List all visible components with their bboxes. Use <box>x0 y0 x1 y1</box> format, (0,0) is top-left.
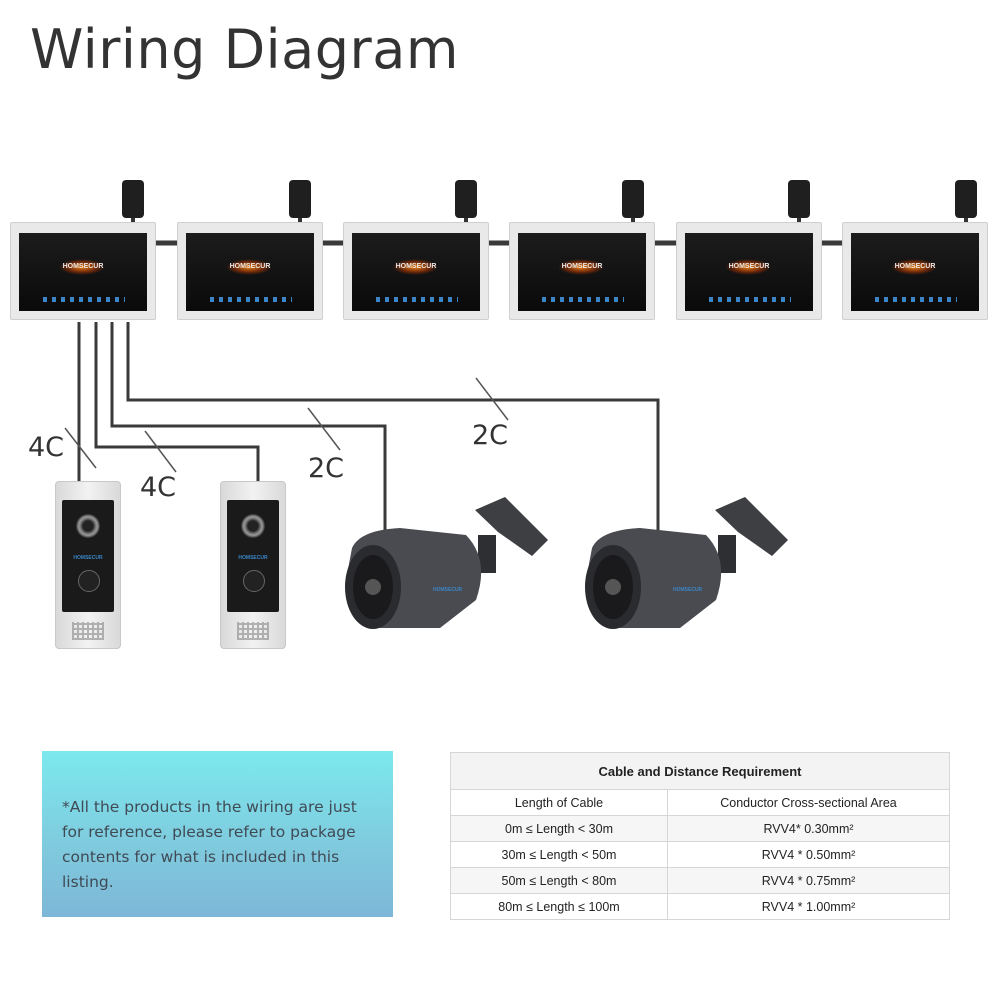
bell-button-icon <box>78 570 100 592</box>
bell-button-icon <box>243 570 265 592</box>
indoor-monitor-2: HOMSECUR <box>177 222 323 320</box>
power-adapter-icon <box>788 180 810 224</box>
note-text: *All the products in the wiring are just… <box>62 798 357 891</box>
cable-label-door1: 4C <box>28 432 65 463</box>
outdoor-doorbell-2: HOMSECUR <box>220 481 286 649</box>
svg-text:HOMSECUR: HOMSECUR <box>433 587 463 593</box>
cable-requirement-table: Cable and Distance Requirement Length of… <box>450 752 950 920</box>
table-row: 50m ≤ Length < 80m RVV4 * 0.75mm² <box>450 867 950 894</box>
power-adapter-icon <box>955 180 977 224</box>
outdoor-doorbell-1: HOMSECUR <box>55 481 121 649</box>
power-adapter-icon <box>622 180 644 224</box>
cable-label-cam2: 2C <box>472 420 509 451</box>
indoor-monitor-5: HOMSECUR <box>676 222 822 320</box>
table-row: 30m ≤ Length < 50m RVV4 * 0.50mm² <box>450 841 950 868</box>
indoor-monitor-3: HOMSECUR <box>343 222 489 320</box>
table-cell: RVV4 * 1.00mm² <box>667 893 950 920</box>
wire-cam1 <box>110 322 387 540</box>
table-cell: 50m ≤ Length < 80m <box>450 867 668 894</box>
indoor-monitor-6: HOMSECUR <box>842 222 988 320</box>
camera-1: HOMSECUR <box>345 497 548 629</box>
cable-label-cam1: 2C <box>308 453 345 484</box>
table-cell: RVV4 * 0.75mm² <box>667 867 950 894</box>
table-row: 80m ≤ Length ≤ 100m RVV4 * 1.00mm² <box>450 893 950 920</box>
tick-door2 <box>144 430 177 473</box>
tick-cam1 <box>307 407 341 451</box>
table-header-row: Length of Cable Conductor Cross-sectiona… <box>450 789 950 816</box>
tick-door1 <box>64 427 97 469</box>
table-cell: 0m ≤ Length < 30m <box>450 815 668 842</box>
power-adapter-icon <box>122 180 144 224</box>
table-title: Cable and Distance Requirement <box>450 752 950 790</box>
table-row: 0m ≤ Length < 30m RVV4* 0.30mm² <box>450 815 950 842</box>
page-title: Wiring Diagram <box>30 18 459 81</box>
reference-note: *All the products in the wiring are just… <box>42 751 393 917</box>
camera-lens-icon <box>76 514 100 538</box>
table-cell: RVV4* 0.30mm² <box>667 815 950 842</box>
camera-2: HOMSECUR <box>585 497 788 629</box>
power-adapter-icon <box>289 180 311 224</box>
camera-lens-icon <box>241 514 265 538</box>
wire-door2 <box>94 322 260 484</box>
power-adapter-icon <box>455 180 477 224</box>
column-header: Length of Cable <box>450 789 668 816</box>
indoor-monitor-1: HOMSECUR <box>10 222 156 320</box>
svg-text:HOMSECUR: HOMSECUR <box>673 587 703 593</box>
column-header: Conductor Cross-sectional Area <box>667 789 950 816</box>
indoor-monitor-4: HOMSECUR <box>509 222 655 320</box>
table-cell: 80m ≤ Length ≤ 100m <box>450 893 668 920</box>
cable-label-door2: 4C <box>140 472 177 503</box>
table-cell: 30m ≤ Length < 50m <box>450 841 668 868</box>
table-cell: RVV4 * 0.50mm² <box>667 841 950 868</box>
wire-cam2 <box>126 322 660 534</box>
tick-cam2 <box>475 377 509 421</box>
